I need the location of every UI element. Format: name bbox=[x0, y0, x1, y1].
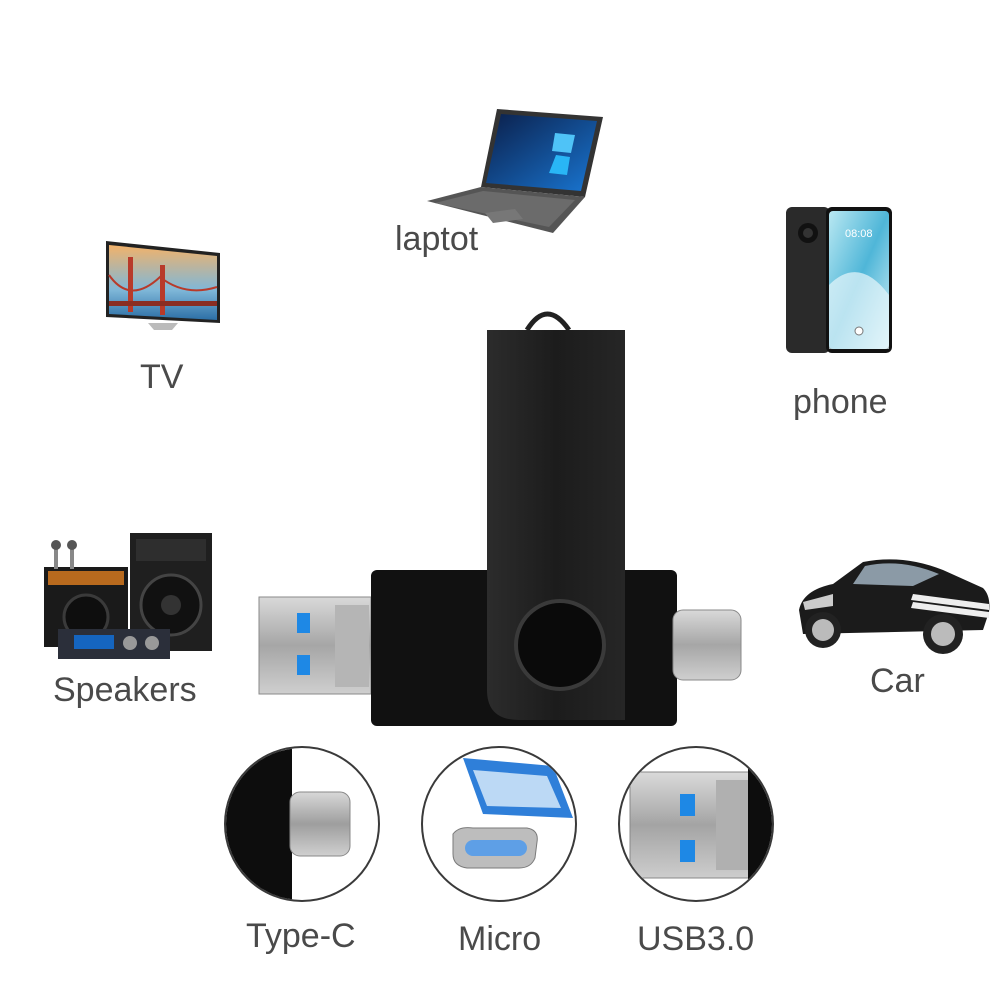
laptop-icon bbox=[425, 105, 605, 235]
micro-usb-connector-icon bbox=[421, 746, 577, 902]
tv-label: TV bbox=[140, 358, 184, 396]
speakers-icon bbox=[40, 525, 215, 665]
phone-icon bbox=[784, 205, 894, 355]
type-c-label: Type-C bbox=[246, 917, 356, 955]
tv-icon bbox=[100, 235, 225, 335]
type-c-connector-icon bbox=[224, 746, 380, 902]
phone-label: phone bbox=[793, 383, 888, 421]
usb3-label: USB3.0 bbox=[637, 920, 755, 958]
usb3-connector-icon bbox=[618, 746, 774, 902]
laptop-label: laptot bbox=[395, 220, 479, 258]
phone-clock: 08:08 bbox=[845, 228, 873, 240]
usb-flash-drive-icon bbox=[255, 300, 745, 730]
speakers-label: Speakers bbox=[53, 671, 197, 709]
micro-label: Micro bbox=[458, 920, 542, 958]
car-icon bbox=[793, 548, 993, 658]
car-label: Car bbox=[870, 662, 925, 700]
